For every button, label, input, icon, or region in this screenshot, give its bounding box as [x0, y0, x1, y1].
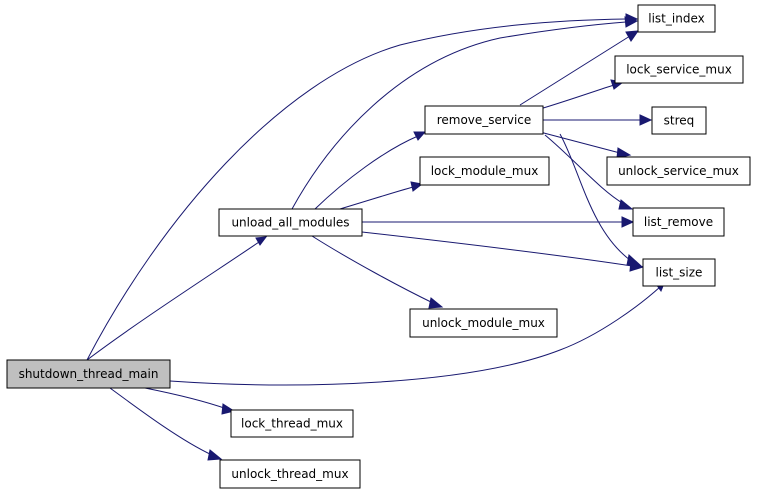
node-label-unlock-service-mux: unlock_service_mux	[618, 164, 739, 178]
edge-unload-to-list-remove	[362, 216, 635, 228]
edge-unload-to-remove-service	[314, 131, 427, 210]
node-remove-service[interactable]: remove_service	[424, 105, 544, 135]
node-label-list-remove: list_remove	[644, 215, 713, 229]
node-label-list-size: list_size	[656, 266, 703, 280]
edge-remove-service-to-streq	[543, 114, 653, 126]
node-label-lock-module-mux: lock_module_mux	[431, 164, 539, 178]
edge-remove-service-to-list-size	[559, 133, 642, 266]
node-lock-service-mux[interactable]: lock_service_mux	[614, 55, 744, 84]
node-list-index[interactable]: list_index	[637, 4, 716, 33]
edge-remove-service-to-list-remove	[544, 134, 634, 210]
node-label-unload-all-modules: unload_all_modules	[231, 216, 349, 230]
node-label-lock-service-mux: lock_service_mux	[626, 63, 732, 77]
node-label-remove-service: remove_service	[437, 113, 532, 127]
node-label-unlock-thread-mux: unlock_thread_mux	[231, 467, 348, 481]
node-unlock-thread-mux[interactable]: unlock_thread_mux	[219, 459, 361, 489]
edge-shutdown-to-lock-thread-mux	[144, 387, 236, 415]
node-list-size[interactable]: list_size	[642, 258, 716, 287]
edge-shutdown-to-unlock-thread-mux	[109, 387, 223, 461]
edge-remove-service-to-unlock-service-mux	[539, 131, 632, 159]
edge-unload-to-list-index	[291, 16, 639, 210]
node-shutdown-thread-main[interactable]: shutdown_thread_main	[6, 359, 171, 389]
node-label-streq: streq	[664, 114, 695, 128]
edge-shutdown-to-unload-all-modules	[86, 236, 268, 361]
node-label-shutdown-thread-main: shutdown_thread_main	[19, 367, 159, 381]
node-unlock-module-mux[interactable]: unlock_module_mux	[409, 308, 558, 338]
node-list-remove[interactable]: list_remove	[632, 207, 725, 237]
node-lock-module-mux[interactable]: lock_module_mux	[419, 156, 550, 186]
edge-unload-to-list-size	[361, 231, 645, 272]
node-label-list-index: list_index	[648, 12, 704, 26]
edge-unload-to-lock-module-mux	[339, 181, 424, 210]
edge-shutdown-to-list-index	[86, 13, 639, 361]
node-streq[interactable]: streq	[651, 106, 707, 135]
node-unload-all-modules[interactable]: unload_all_modules	[218, 208, 363, 237]
node-lock-thread-mux[interactable]: lock_thread_mux	[230, 409, 354, 438]
node-unlock-service-mux[interactable]: unlock_service_mux	[606, 156, 751, 186]
node-label-lock-thread-mux: lock_thread_mux	[241, 417, 343, 431]
edge-unload-to-unlock-module-mux	[311, 235, 444, 309]
edge-remove-service-to-list-index	[519, 30, 640, 106]
node-label-unlock-module-mux: unlock_module_mux	[422, 316, 545, 330]
